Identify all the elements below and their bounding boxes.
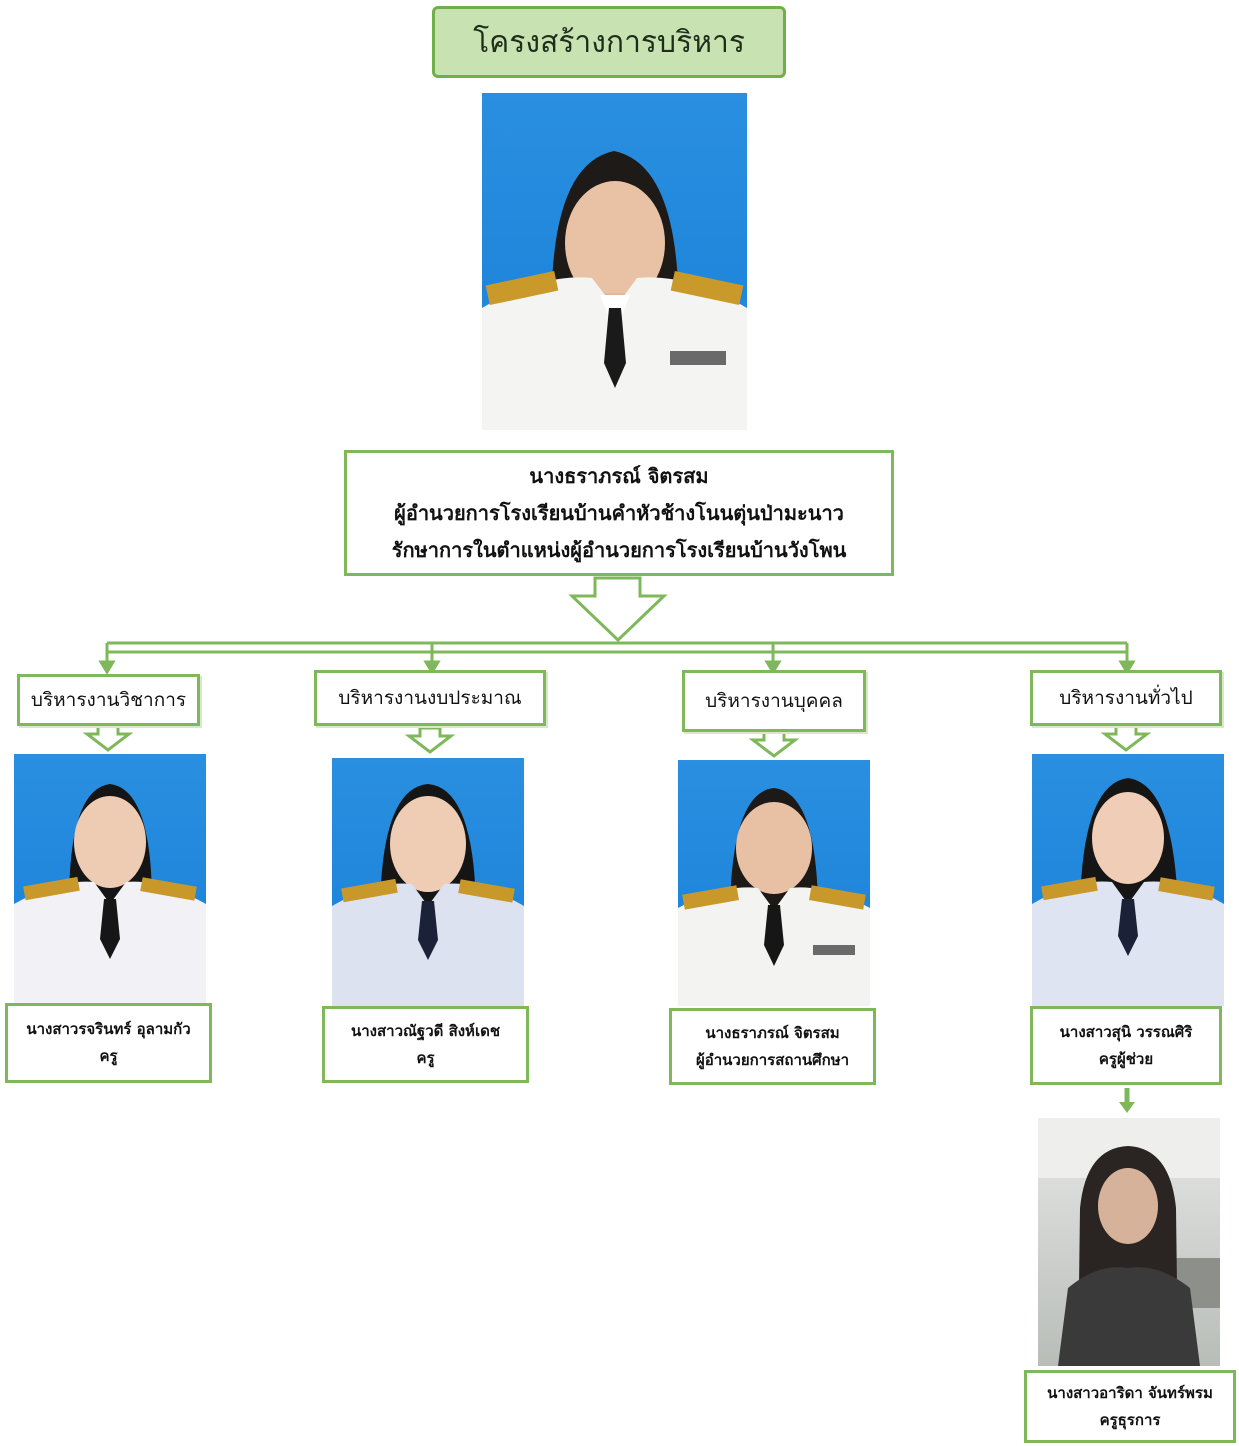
photo-staff <box>1038 1118 1220 1366</box>
director-name: นางธราภรณ์ จิตรสม <box>529 463 709 488</box>
staff-arrow <box>1119 1102 1135 1113</box>
director-box: นางธราภรณ์ จิตรสม ผู้อำนวยการโรงเรียนบ้า… <box>344 450 894 576</box>
person-role: ครู <box>416 1048 435 1067</box>
name-box-academic: นางสาวรจรินทร์ อุลามกัว ครู <box>5 1003 212 1083</box>
person-role: ผู้อำนวยการสถานศึกษา <box>695 1050 850 1069</box>
photo-academic <box>14 754 206 1006</box>
director-acting-position: รักษาการในตำแหน่งผู้อำนวยการโรงเรียนบ้าน… <box>391 537 847 562</box>
dept-box-budget: บริหารงานงบประมาณ <box>314 670 546 726</box>
dept-box-personnel: บริหารงานบุคคล <box>682 670 866 732</box>
person-role: ครูธุรการ <box>1099 1410 1161 1429</box>
dept-arrow-1 <box>82 724 134 752</box>
photo-budget <box>332 758 524 1006</box>
dept-box-academic: บริหารงานวิชาการ <box>17 674 200 726</box>
director-position: ผู้อำนวยการโรงเรียนบ้านคำหัวช้างโนนตุ่นป… <box>394 500 844 525</box>
dept-arrow-3 <box>748 730 800 758</box>
person-role: ครู <box>99 1047 118 1065</box>
person-name: นางสาวสุนิ วรรณศิริ <box>1059 1022 1193 1041</box>
name-box-staff: นางสาวอาริดา จันทร์พรม ครูธุรการ <box>1024 1370 1236 1443</box>
chart-title: โครงสร้างการบริหาร <box>432 6 786 78</box>
person-role: ครูผู้ช่วย <box>1098 1049 1154 1068</box>
dept-arrow-2 <box>404 726 456 754</box>
photo-general <box>1032 754 1224 1006</box>
person-name: นางสาวรจรินทร์ อุลามกัว <box>26 1020 191 1038</box>
dept-box-general: บริหารงานทั่วไป <box>1030 670 1222 726</box>
dept-arrow-4 <box>1100 724 1152 752</box>
director-down-arrow <box>568 576 668 643</box>
name-box-personnel: นางธราภรณ์ จิตรสม ผู้อำนวยการสถานศึกษา <box>669 1008 876 1085</box>
name-box-general: นางสาวสุนิ วรรณศิริ ครูผู้ช่วย <box>1030 1006 1222 1085</box>
person-name: นางสาวณัฐวดี สิงห์เดช <box>351 1021 500 1040</box>
photo-personnel <box>678 760 870 1006</box>
name-box-budget: นางสาวณัฐวดี สิงห์เดช ครู <box>322 1006 529 1083</box>
director-photo <box>482 93 747 430</box>
person-name: นางธราภรณ์ จิตรสม <box>705 1023 840 1042</box>
person-name: นางสาวอาริดา จันทร์พรม <box>1047 1383 1213 1402</box>
